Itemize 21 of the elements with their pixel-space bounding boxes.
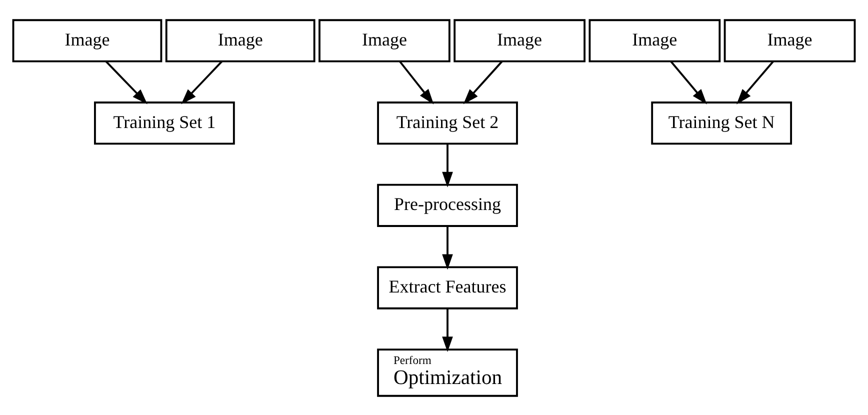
node-box: Pre-processing	[377, 183, 518, 226]
node-box: Image	[724, 18, 856, 62]
node-box: Extract Features	[377, 266, 518, 309]
node-box: Training Set N	[651, 101, 792, 144]
arrow	[442, 226, 453, 270]
arrow	[442, 308, 453, 352]
node-box: Image	[588, 18, 721, 62]
arrow	[181, 60, 223, 104]
node-box: Training Set 1	[94, 101, 235, 144]
node-box: Image	[12, 18, 162, 62]
arrow	[398, 60, 434, 104]
arrow	[670, 60, 707, 104]
arrow	[105, 60, 148, 104]
node-box: Image	[454, 18, 586, 62]
arrow	[442, 143, 453, 187]
node-box: Perform Optimization	[377, 348, 518, 396]
node-box: Image	[165, 18, 316, 62]
node-box: Image	[318, 18, 450, 62]
arrow	[736, 60, 774, 104]
arrow	[463, 60, 503, 104]
node-box: Training Set 2	[377, 101, 518, 144]
